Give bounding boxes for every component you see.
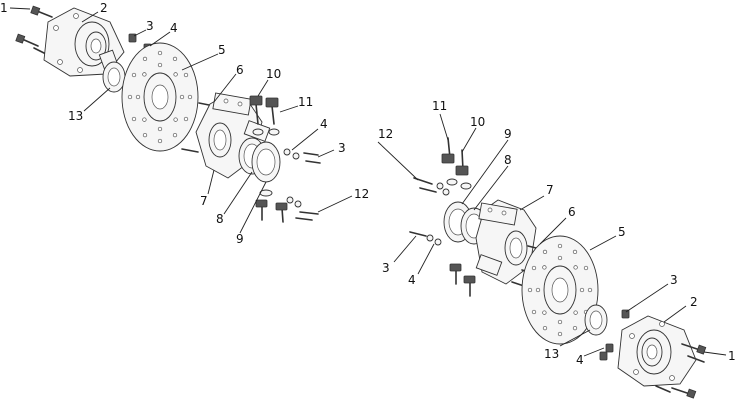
disc-perforation bbox=[157, 126, 163, 132]
disc-perforation bbox=[173, 117, 178, 122]
callout-left-4: 4 bbox=[170, 21, 178, 35]
disc-perforation bbox=[172, 56, 178, 62]
disc-perforation bbox=[572, 249, 578, 255]
callout-right-7: 7 bbox=[546, 183, 554, 197]
right-leader-lines bbox=[377, 113, 727, 357]
disc-perforation bbox=[573, 310, 578, 315]
callout-right-3a: 3 bbox=[382, 261, 390, 275]
callout-left-4b: 4 bbox=[320, 117, 328, 131]
left-bearings bbox=[238, 137, 281, 183]
left-assembly: 1 2 3 4 5 6 10 11 13 4 3 7 8 9 12 bbox=[0, 1, 369, 246]
disc-perforation bbox=[531, 265, 537, 271]
disc-perforation bbox=[587, 287, 593, 293]
disc-perforation bbox=[183, 116, 189, 122]
disc-perforation bbox=[542, 325, 548, 331]
callout-left-6: 6 bbox=[236, 63, 244, 77]
left-lower-bolts bbox=[255, 189, 319, 223]
right-callout-labels: 11 10 12 9 8 7 6 5 3 4 3 2 13 4 1 bbox=[378, 99, 736, 367]
disc-perforation bbox=[573, 265, 578, 270]
disc-perforation bbox=[583, 265, 589, 271]
disc-perforation bbox=[142, 132, 148, 138]
disc-perforation bbox=[131, 72, 137, 78]
callout-right-3b: 3 bbox=[670, 273, 678, 287]
right-knuckle bbox=[475, 199, 537, 285]
left-upper-bolts bbox=[249, 95, 280, 136]
disc-perforation bbox=[535, 287, 541, 293]
callout-right-9: 9 bbox=[504, 127, 512, 141]
callout-left-8: 8 bbox=[216, 212, 224, 226]
left-leader-lines bbox=[9, 7, 353, 234]
callout-left-13: 13 bbox=[68, 109, 83, 123]
left-knuckle bbox=[195, 92, 271, 179]
callout-left-2: 2 bbox=[100, 1, 108, 15]
disc-perforation bbox=[542, 310, 547, 315]
callout-left-11: 11 bbox=[298, 95, 313, 109]
right-nuts-left bbox=[409, 231, 442, 246]
disc-perforation bbox=[172, 132, 178, 138]
callout-right-5: 5 bbox=[618, 225, 626, 239]
disc-perforation bbox=[542, 265, 547, 270]
disc-perforation bbox=[142, 72, 147, 77]
callout-left-3: 3 bbox=[146, 19, 154, 33]
callout-left-7: 7 bbox=[200, 194, 208, 208]
callout-right-1: 1 bbox=[728, 349, 736, 363]
callout-left-9: 9 bbox=[236, 232, 244, 246]
right-hub bbox=[617, 315, 697, 387]
right-side-bolts bbox=[413, 177, 450, 196]
callout-left-1: 1 bbox=[0, 1, 8, 15]
right-nuts-hub bbox=[599, 309, 630, 361]
right-brake-disc bbox=[521, 235, 599, 345]
left-brake-disc bbox=[121, 42, 199, 152]
right-assembly: 11 10 12 9 8 7 6 5 3 4 3 2 13 4 1 bbox=[377, 99, 736, 399]
callout-left-10: 10 bbox=[266, 67, 281, 81]
disc-perforation bbox=[557, 331, 563, 337]
disc-perforation bbox=[557, 319, 563, 325]
callout-right-4b: 4 bbox=[576, 353, 584, 367]
disc-perforation bbox=[579, 287, 585, 293]
disc-perforation bbox=[187, 94, 193, 100]
callout-right-11: 11 bbox=[432, 99, 447, 113]
callout-right-6: 6 bbox=[568, 205, 576, 219]
disc-perforation bbox=[127, 94, 133, 100]
left-hub-bolts bbox=[15, 5, 53, 55]
disc-perforation bbox=[557, 255, 563, 261]
disc-perforation bbox=[542, 249, 548, 255]
right-hub-bolts bbox=[655, 343, 707, 399]
callout-right-12: 12 bbox=[378, 127, 393, 141]
right-lower-bolts bbox=[449, 263, 476, 297]
disc-perforation bbox=[135, 94, 141, 100]
disc-perforation bbox=[131, 116, 137, 122]
right-spacer-ring bbox=[584, 304, 608, 336]
left-callout-labels: 1 2 3 4 5 6 10 11 13 4 3 7 8 9 12 bbox=[0, 1, 369, 246]
disc-perforation bbox=[142, 56, 148, 62]
disc-perforation bbox=[527, 287, 533, 293]
disc-perforation bbox=[557, 243, 563, 249]
disc-perforation bbox=[157, 62, 163, 68]
callout-left-3b: 3 bbox=[338, 141, 346, 155]
disc-perforation bbox=[157, 138, 163, 144]
disc-perforation bbox=[157, 50, 163, 56]
disc-perforation bbox=[531, 309, 537, 315]
disc-perforation bbox=[179, 94, 185, 100]
callout-left-5: 5 bbox=[218, 43, 226, 57]
left-nuts-mid bbox=[283, 148, 321, 164]
callout-right-10: 10 bbox=[470, 115, 485, 129]
callout-right-4a: 4 bbox=[408, 273, 416, 287]
disc-perforation bbox=[572, 325, 578, 331]
callout-right-13: 13 bbox=[544, 347, 559, 361]
callout-right-2: 2 bbox=[690, 295, 698, 309]
callout-left-12: 12 bbox=[354, 187, 369, 201]
disc-perforation bbox=[183, 72, 189, 78]
callout-right-8: 8 bbox=[504, 153, 512, 167]
disc-perforation bbox=[142, 117, 147, 122]
left-spacer-ring bbox=[102, 61, 126, 93]
disc-perforation bbox=[173, 72, 178, 77]
right-upper-bolts bbox=[441, 137, 472, 190]
